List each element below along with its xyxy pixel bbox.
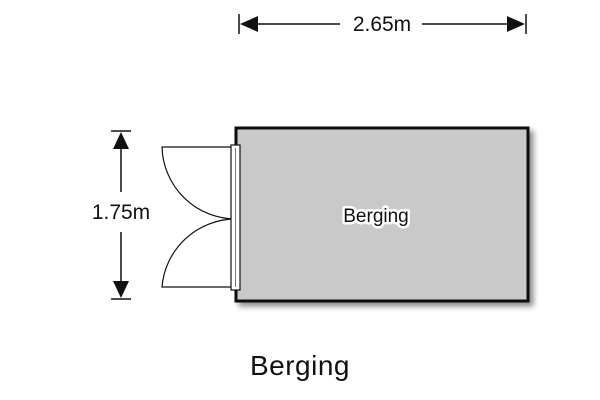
arrow-up-icon xyxy=(113,132,129,149)
room-label-halo: Berging xyxy=(343,206,409,227)
door-frame xyxy=(230,144,241,291)
plan-caption: Berging xyxy=(249,350,350,381)
arrow-left-icon xyxy=(240,16,258,32)
arrow-right-icon xyxy=(507,16,525,32)
width-dimension: 2.65m xyxy=(238,13,527,36)
door-leaf-bottom xyxy=(161,218,237,288)
arrow-down-icon xyxy=(113,281,129,298)
double-door-icon xyxy=(161,146,237,288)
room-label: Berging xyxy=(343,206,409,227)
depth-dimension-label: 1.75m xyxy=(92,201,150,224)
width-dimension-label: 2.65m xyxy=(353,13,411,36)
depth-dimension: 1.75m xyxy=(92,130,150,300)
door-leaf-top xyxy=(161,146,237,220)
